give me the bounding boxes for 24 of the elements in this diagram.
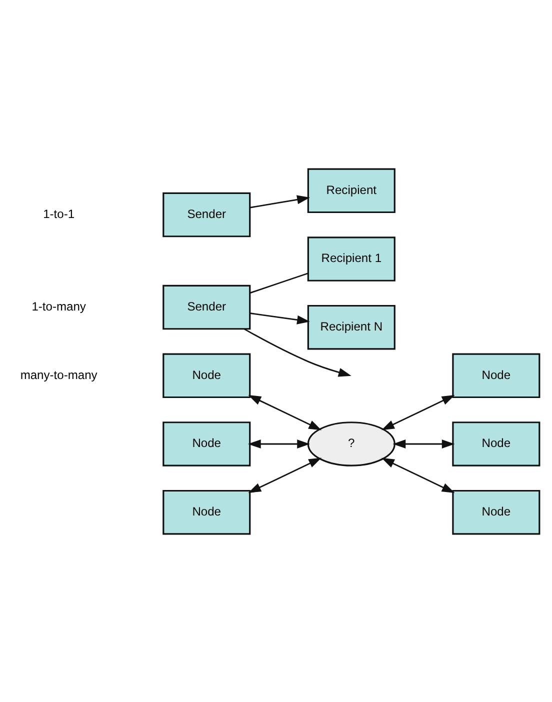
arrow (381, 457, 455, 493)
label: 1-to-many (32, 298, 86, 313)
arrow (244, 328, 352, 376)
node-box: Node (452, 489, 540, 534)
arrow (250, 312, 310, 324)
label: 1-to-1 (43, 206, 75, 220)
connector (250, 272, 308, 294)
node-box: Node (162, 489, 251, 534)
node-box: Recipient (307, 168, 396, 213)
node-box: Recipient N (307, 304, 396, 350)
node-box: Sender (162, 284, 251, 330)
node-box: Sender (162, 192, 251, 237)
arrow (248, 457, 322, 492)
arrow (392, 438, 455, 448)
node-box: Node (162, 352, 251, 398)
arrow (248, 394, 322, 430)
label: many-to-many (20, 367, 98, 382)
node-box: Node (162, 421, 251, 466)
arrow (248, 438, 310, 448)
arrow (250, 194, 310, 208)
node-box: Node (452, 352, 540, 398)
node-box: Recipient 1 (307, 236, 396, 281)
node-box: Node (452, 421, 540, 466)
arrow (381, 394, 455, 430)
